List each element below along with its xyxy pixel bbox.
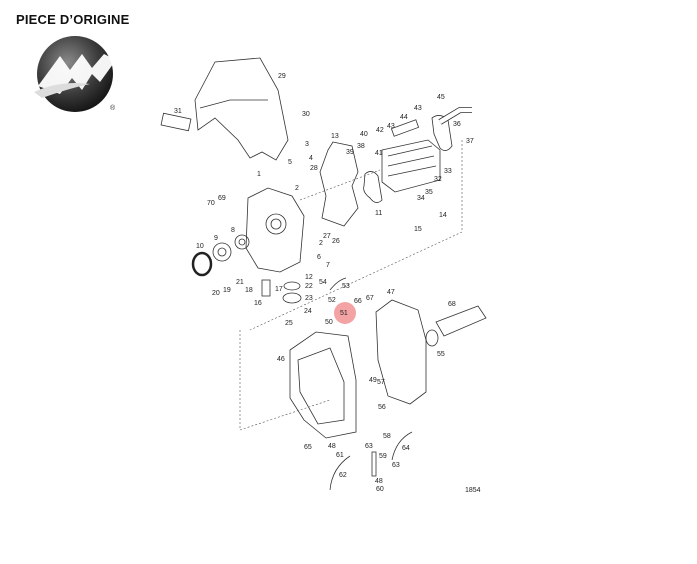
callout-48: 48 [375,478,383,485]
callout-63: 63 [365,443,373,450]
callout-5: 5 [288,159,292,166]
callout-33: 33 [444,168,452,175]
callout-45: 45 [437,94,445,101]
callout-39: 39 [346,149,354,156]
callout-36: 36 [453,121,461,128]
callout-66: 66 [354,298,362,305]
callout-41: 41 [375,150,383,157]
callout-1: 1 [257,171,261,178]
callout-60: 60 [376,486,384,493]
gasket-47-part [375,299,427,405]
housing-part [245,187,305,273]
callout-53: 53 [342,283,350,290]
callout-43: 43 [387,123,395,130]
callout-31: 31 [174,108,182,115]
callout-6: 6 [317,254,321,261]
callout-27: 27 [323,233,331,240]
callout-51: 51 [340,310,348,317]
callout-40: 40 [360,131,368,138]
callout-63: 63 [392,462,400,469]
callout-42: 42 [376,127,384,134]
callout-35: 35 [425,189,433,196]
callout-3: 3 [305,141,309,148]
callout-54: 54 [319,279,327,286]
callout-17: 17 [275,286,283,293]
callout-52: 52 [328,297,336,304]
registered-mark: ® [110,104,116,112]
callout-67: 67 [366,295,374,302]
callout-30: 30 [302,111,310,118]
callout-47: 47 [387,289,395,296]
callout-37: 37 [466,138,474,145]
callout-70: 70 [207,200,215,207]
page-title: PIECE D’ORIGINE [16,12,130,27]
callout-61: 61 [336,452,344,459]
callout-25: 25 [285,320,293,327]
highlight-circle [334,302,356,324]
callout-14: 14 [439,212,447,219]
callout-10: 10 [196,243,204,250]
cooler-part [381,139,441,193]
callout-20: 20 [212,290,220,297]
callout-57: 57 [377,379,385,386]
callout-26: 26 [332,238,340,245]
callout-59: 59 [379,453,387,460]
cover-part [194,57,289,161]
callout-50: 50 [325,319,333,326]
callout-34: 34 [417,195,425,202]
callout-69: 69 [218,195,226,202]
callout-24: 24 [304,308,312,315]
callout-62: 62 [339,472,347,479]
callout-23: 23 [305,295,313,302]
callout-11: 11 [375,210,382,217]
callout-65: 65 [304,444,312,451]
callout-13: 13 [331,133,339,140]
callout-4: 4 [309,155,313,162]
callout-9: 9 [214,235,218,242]
callout-44: 44 [400,114,408,121]
mercury-logo: ® [34,36,116,112]
callout-49: 49 [369,377,377,384]
callout-19: 19 [223,287,231,294]
callout-12: 12 [305,274,313,281]
callout-64: 64 [402,445,410,452]
callout-29: 29 [278,73,286,80]
decal-part [160,112,192,132]
callout-38: 38 [357,143,365,150]
callout-16: 16 [254,300,262,307]
diagram-reference-number: 1854 [465,487,481,494]
callout-2: 2 [295,185,299,192]
callout-32: 32 [434,176,442,183]
gear-housing-part [289,331,357,439]
callout-46: 46 [277,356,285,363]
callout-58: 58 [383,433,391,440]
callout-43: 43 [414,105,422,112]
callout-21: 21 [236,279,244,286]
callout-22: 22 [305,283,313,290]
callout-28: 28 [310,165,318,172]
callout-56: 56 [378,404,386,411]
callout-15: 15 [414,226,422,233]
callout-68: 68 [448,301,456,308]
callout-18: 18 [245,287,253,294]
callout-55: 55 [437,351,445,358]
gasket-part [319,141,359,227]
callout-7: 7 [326,262,330,269]
callout-48: 48 [328,443,336,450]
callout-2: 2 [319,240,323,247]
callout-8: 8 [231,227,235,234]
